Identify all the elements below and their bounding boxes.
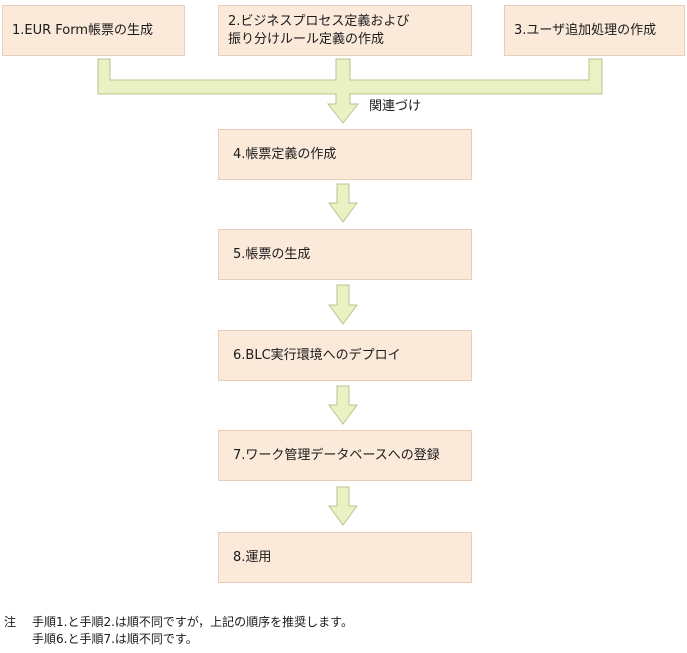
flow-arrow [328, 183, 358, 223]
note-row-1: 注 手順1.と手順2.は順不同ですが，上記の順序を推奨します。 [4, 614, 684, 631]
step-label-line-2: 振り分けルール定義の作成 [228, 31, 385, 47]
step-label: 1.EUR Form帳票の生成 [12, 22, 154, 38]
step-label: 5.帳票の生成 [233, 246, 311, 262]
flow-arrow [328, 385, 358, 425]
step-box-2: 2.ビジネスプロセス定義および 振り分けルール定義の作成 [218, 5, 472, 56]
step-box-6: 6.BLC実行環境へのデプロイ [218, 330, 472, 381]
step-label: 4.帳票定義の作成 [233, 146, 337, 162]
step-label: 7.ワーク管理データベースへの登録 [233, 447, 440, 463]
step-box-1: 1.EUR Form帳票の生成 [2, 5, 185, 56]
step-box-8: 8.運用 [218, 532, 472, 583]
note-text-1: 手順1.と手順2.は順不同ですが，上記の順序を推奨します。 [32, 615, 353, 629]
step-label-line-1: 2.ビジネスプロセス定義および [228, 13, 410, 29]
merge-label: 関連づけ [369, 99, 422, 114]
step-box-7: 7.ワーク管理データベースへの登録 [218, 430, 472, 481]
step-box-4: 4.帳票定義の作成 [218, 129, 472, 180]
step-label: 8.運用 [233, 549, 272, 565]
note-mark: 注 [4, 615, 17, 629]
notes: 注 手順1.と手順2.は順不同ですが，上記の順序を推奨します。 手順6.と手順7… [4, 614, 684, 648]
step-box-3: 3.ユーザ追加処理の作成 [504, 5, 685, 56]
flow-arrow [328, 486, 358, 526]
note-text-2: 手順6.と手順7.は順不同です。 [32, 632, 198, 646]
step-label: 6.BLC実行環境へのデプロイ [233, 347, 401, 363]
note-row-2: 手順6.と手順7.は順不同です。 [4, 631, 684, 648]
flow-arrow [328, 284, 358, 325]
merge-connector [97, 58, 603, 124]
step-label: 3.ユーザ追加処理の作成 [514, 22, 657, 38]
step-box-5: 5.帳票の生成 [218, 229, 472, 280]
